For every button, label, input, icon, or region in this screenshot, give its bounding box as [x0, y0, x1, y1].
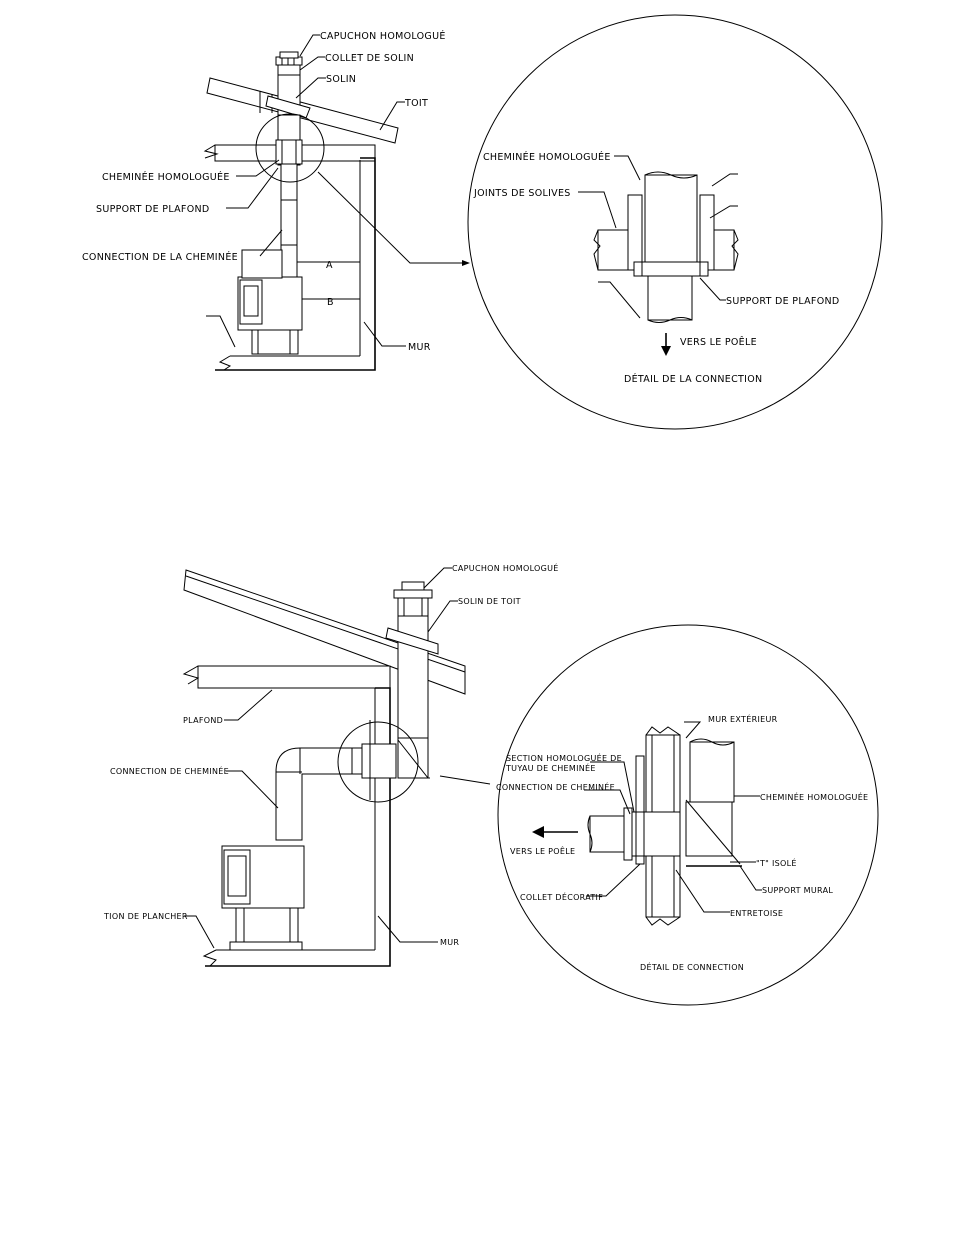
bottom-wall-label: MUR [440, 938, 459, 947]
bottom-magnifier [337, 721, 419, 803]
detail-to-stove-label: VERS LE POÊLE [680, 336, 757, 348]
dim-a-label: A [326, 260, 333, 271]
bottom-stove-pipe [275, 747, 353, 841]
top-roof-label: TOIT [404, 98, 428, 109]
bottom-diagram: CAPUCHON HOMOLOGUÉ SOLIN DE TOIT PLAFOND… [103, 562, 879, 1006]
bottom-wall [205, 687, 391, 967]
bottom-ceiling-label: PLAFOND [183, 716, 223, 725]
bottom-chimney-cap [393, 581, 433, 617]
bottom-detail-circle [497, 624, 879, 1006]
top-cap-label: CAPUCHON HOMOLOGUÉ [320, 30, 446, 42]
bottom-roof-flashing [385, 627, 439, 655]
detail-chimney-label: CHEMINÉE HOMOLOGUÉE [760, 791, 868, 802]
bottom-wall-thimble [361, 743, 397, 779]
detail-title: DÉTAIL DE LA CONNECTION [624, 373, 762, 385]
top-flashing-label: SOLIN [326, 74, 356, 85]
detail-title: DÉTAIL DE CONNECTION [640, 961, 744, 972]
detail-to-stove-label: VERS LE POÊLE [510, 845, 575, 856]
top-stove [237, 249, 303, 355]
bottom-detail: MUR EXTÉRIEUR SECTION HOMOLOGUÉE DE TUYA… [496, 624, 879, 1006]
detail-connector-label: CONNECTION DE CHEMINÉE [496, 781, 615, 792]
top-collar-label: COLLET DE SOLIN [325, 53, 414, 64]
detail-section-label-1: SECTION HOMOLOGUÉE DE [506, 752, 622, 763]
top-chimney-label: CHEMINÉE HOMOLOGUÉE [102, 171, 230, 183]
top-wall [215, 157, 376, 371]
dim-b-label: B [327, 297, 334, 308]
detail-decorative-collar-label: COLLET DÉCORATIF [520, 891, 603, 902]
bottom-cap-label: CAPUCHON HOMOLOGUÉ [452, 562, 559, 573]
detail-exterior-wall-label: MUR EXTÉRIEUR [708, 713, 778, 724]
top-detail-circle [467, 14, 883, 430]
top-magnifier [255, 113, 325, 183]
detail-joists-label: JOINTS DE SOLIVES [473, 188, 571, 199]
detail-spacer-label: ENTRETOISE [730, 909, 783, 918]
top-diagram: A B CAPUCHON HOMOLOGUÉ COLLET DE SOLIN S… [82, 14, 883, 430]
top-detail: CHEMINÉE HOMOLOGUÉE JOINTS DE SOLIVES SU… [467, 14, 883, 430]
detail-insulated-tee-label: "T" ISOLÉ [756, 857, 797, 868]
bottom-stove [221, 845, 305, 951]
top-chimney-cap [275, 51, 303, 76]
detail-wall-support-label: SUPPORT MURAL [762, 886, 833, 895]
bottom-connector-label: CONNECTION DE CHEMINÉE [110, 765, 229, 776]
detail-chimney-label: CHEMINÉE HOMOLOGUÉE [483, 151, 611, 163]
bottom-roof [183, 569, 466, 695]
bottom-floor-label: TION DE PLANCHER [103, 912, 188, 921]
top-connector-label: CONNECTION DE LA CHEMINÉE [82, 251, 238, 263]
top-ceiling-support [275, 139, 303, 165]
bottom-ceiling [197, 665, 391, 689]
detail-ceiling-support-label: SUPPORT DE PLAFOND [726, 296, 840, 307]
top-ceiling-support-label: SUPPORT DE PLAFOND [96, 204, 210, 215]
bottom-roof-flashing-label: SOLIN DE TOIT [458, 597, 521, 606]
detail-section-label-2: TUYAU DE CHEMINÉE [505, 762, 596, 773]
top-wall-label: MUR [408, 342, 431, 353]
